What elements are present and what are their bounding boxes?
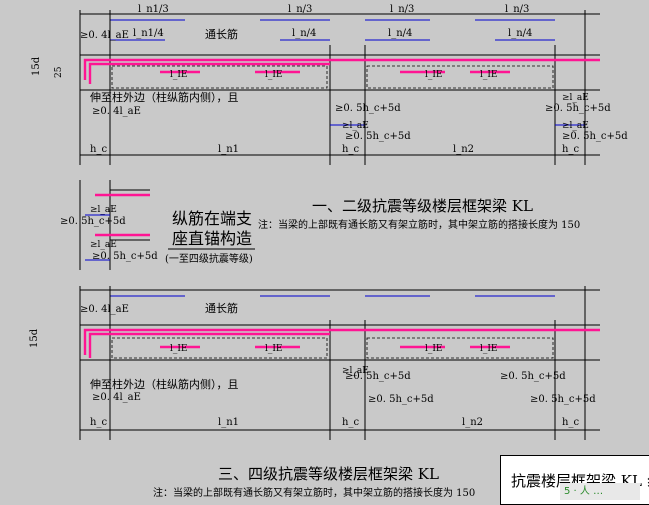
dim-ln-3-c: l_n/3	[505, 4, 529, 15]
d2-lie-4: l_IE	[480, 344, 498, 354]
dim-ln-4-b: l_n/4	[388, 28, 412, 39]
d2-ln2: l_n2	[462, 417, 483, 428]
min-05hc-3: ≥0. 5h_c+5d	[345, 131, 411, 142]
dim-15d: 15d	[31, 56, 42, 76]
detail-lae-1: ≥l_aE	[90, 205, 117, 215]
lap-lie-3: l_IE	[425, 70, 443, 80]
d2-min-1: ≥0. 5h_c+5d	[345, 371, 411, 382]
d2-hc-3: h_c	[562, 417, 579, 428]
detail-subtitle: (一至四级抗震等级)	[165, 252, 253, 265]
hc-1: h_c	[90, 144, 107, 155]
note-grade-3-4: 注：当梁的上部既有通长筋又有架立筋时，其中架立筋的搭接长度为 150	[153, 486, 475, 499]
d2-ln1: l_n1	[218, 417, 239, 428]
min-05hc-4: ≥0. 5h_c+5d	[562, 131, 628, 142]
lae-2: ≥l_aE	[562, 93, 589, 103]
dim-ln1-4: l_n1/4	[133, 28, 164, 39]
detail-min-2: ≥0. 5h_c+5d	[92, 251, 158, 262]
detail-min-1: ≥0. 5h_c+5d	[60, 216, 126, 227]
ln1: l_n1	[218, 144, 239, 155]
lae-3: ≥l_aE	[562, 121, 589, 131]
d2-note-04lae: ≥0. 4l_aE	[92, 392, 141, 403]
dim-ln-3-b: l_n/3	[390, 4, 414, 15]
ln2: l_n2	[453, 144, 474, 155]
d2-lie-2: l_IE	[265, 344, 283, 354]
d2-15d: 15d	[29, 328, 40, 348]
note-extend: 伸至柱外边（柱纵筋内侧），且	[90, 90, 239, 104]
title-grade-1-2: 一、二级抗震等级楼层框架梁 KL	[312, 197, 533, 215]
label-through-bar: 通长筋	[205, 27, 238, 41]
anchor-04lae: ≥0. 4l_aE	[80, 30, 129, 41]
d2-min-4: ≥0. 5h_c+5d	[530, 394, 596, 405]
watermark-toolbar[interactable]: 5 · 人 …	[560, 483, 640, 500]
dim-ln-4-c: l_n/4	[508, 28, 532, 39]
min-05hc-1: ≥0. 5h_c+5d	[335, 103, 401, 114]
hc-3: h_c	[562, 144, 579, 155]
min-05hc-2: ≥0. 5h_c+5d	[545, 103, 611, 114]
d2-min-2: ≥0. 5h_c+5d	[500, 371, 566, 382]
d2-hc-1: h_c	[90, 417, 107, 428]
dim-25: 25	[54, 66, 64, 78]
lae-1: ≥l_aE	[342, 121, 369, 131]
d2-lie-3: l_IE	[425, 344, 443, 354]
dim-ln-4-a: l_n/4	[292, 28, 316, 39]
d2-lie-1: l_IE	[170, 344, 188, 354]
hc-2: h_c	[342, 144, 359, 155]
d2-min-3: ≥0. 5h_c+5d	[368, 394, 434, 405]
lap-lie-2: l_IE	[265, 70, 283, 80]
detail-title-2: 座直锚构造	[172, 229, 252, 248]
dim-ln-3-a: l_n/3	[288, 4, 312, 15]
d2-through-bar: 通长筋	[205, 301, 238, 315]
detail-lae-2: ≥l_aE	[90, 240, 117, 250]
lap-lie-1: l_IE	[170, 70, 188, 80]
title-grade-3-4: 三、四级抗震等级楼层框架梁 KL	[218, 465, 439, 483]
diagram-grade-3-4: ≥0. 4l_aE 通长筋 15d l_IE l_IE l_IE l_IE ≥l…	[29, 286, 600, 440]
note-grade-1-2: 注：当梁的上部既有通长筋又有架立筋时，其中架立筋的搭接长度为 150	[258, 218, 580, 231]
d2-hc-2: h_c	[342, 417, 359, 428]
d2-note-extend: 伸至柱外边（柱纵筋内侧），且	[90, 377, 239, 391]
d2-lae-1: ≥l_aE	[342, 366, 369, 376]
dim-ln1-3: l_n1/3	[138, 4, 169, 15]
d2-anchor-04lae: ≥0. 4l_aE	[80, 304, 129, 315]
detail-straight-anchor: ≥l_aE ≥l_aE ≥0. 5h_c+5d ≥0. 5h_c+5d 纵筋在端…	[60, 180, 255, 270]
note-04lae: ≥0. 4l_aE	[92, 106, 141, 117]
diagram-grade-1-2: l_n1/3 l_n/3 l_n/3 l_n/3 l_n1/4 l_n/4 l_…	[31, 4, 628, 165]
lap-lie-4: l_IE	[480, 70, 498, 80]
detail-title-1: 纵筋在端支	[172, 209, 252, 228]
